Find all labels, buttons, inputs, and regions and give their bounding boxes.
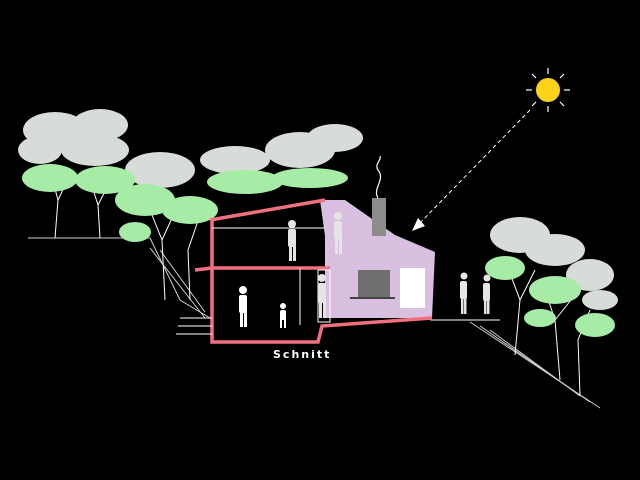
person-silhouette (288, 220, 296, 261)
person-silhouette (483, 274, 491, 314)
chimney (372, 198, 386, 236)
terrain (28, 237, 601, 409)
exterior-steps (176, 317, 500, 335)
person-silhouette (280, 303, 286, 328)
sun-icon (526, 68, 570, 112)
tree-group-right (485, 217, 618, 396)
tree-group-left (18, 109, 363, 301)
fireplace (358, 270, 390, 298)
person-silhouette (318, 274, 326, 318)
person-silhouette (334, 212, 342, 254)
smoke (375, 155, 382, 199)
section-cut (194, 198, 433, 344)
person-silhouette (460, 272, 468, 314)
sun-ray-arrow (412, 109, 531, 231)
caption: Schnitt (273, 348, 331, 361)
people (239, 212, 491, 328)
canopy-grey-right (490, 217, 618, 310)
window (400, 268, 425, 308)
person-silhouette (239, 286, 247, 327)
canopy-grey-left (18, 109, 363, 188)
canopy-green-left (22, 164, 348, 242)
canopy-green-right (485, 256, 615, 337)
